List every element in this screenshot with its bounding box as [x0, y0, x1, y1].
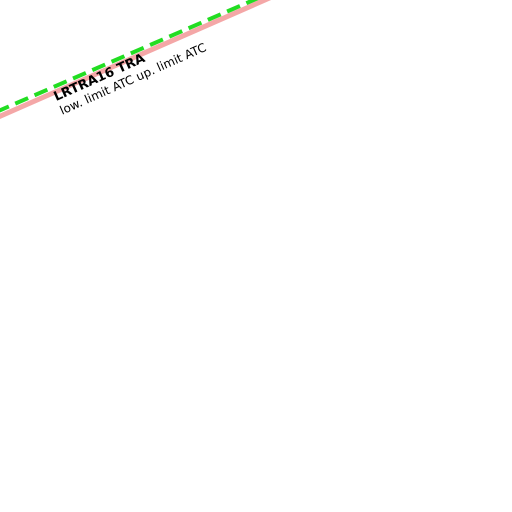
airspace-dashed-line [0, 0, 259, 113]
airspace-boundary-line [0, 0, 272, 119]
